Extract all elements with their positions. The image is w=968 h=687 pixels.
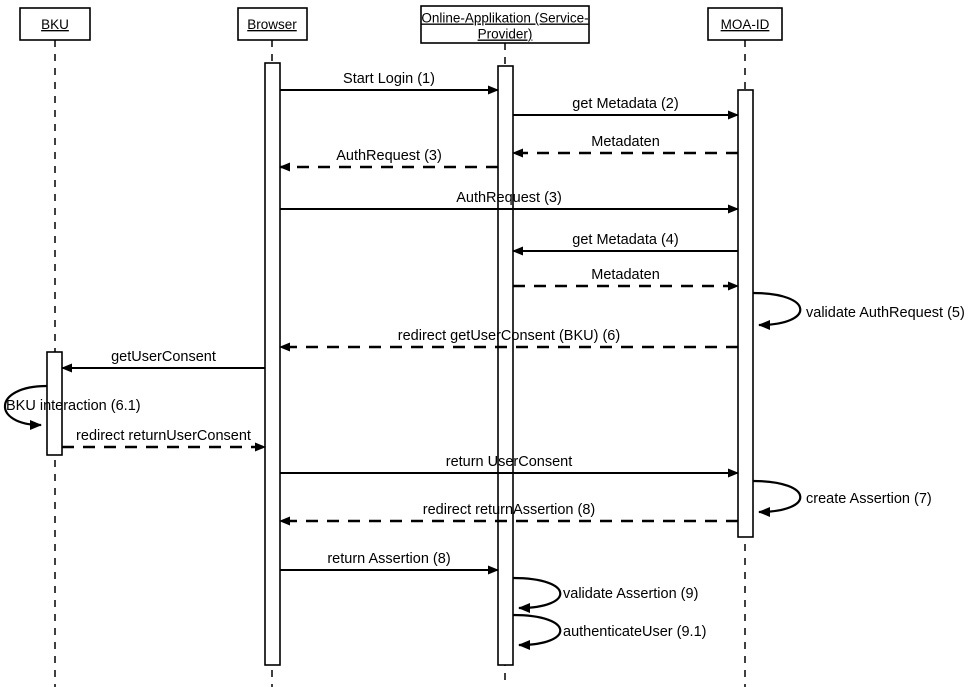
lifeline-header-box-bku[interactable]: [19, 7, 91, 41]
message-5[interactable]: AuthRequest (3): [280, 190, 739, 214]
self-message-3[interactable]: create Assertion (7): [752, 479, 932, 517]
self-message-label-5: authenticateUser (9.1): [563, 624, 706, 640]
message-7[interactable]: Metadaten: [513, 267, 739, 291]
message-2[interactable]: get Metadata (2): [513, 96, 739, 120]
lifeline-label-bku: BKU: [41, 17, 69, 32]
self-message-label-4: validate Assertion (9): [563, 586, 698, 602]
lifeline-label-oa: Online-Applikation (Service-: [421, 11, 588, 26]
self-message-label-2: BKU interaction (6.1): [6, 398, 141, 414]
self-message-4[interactable]: validate Assertion (9): [512, 576, 698, 613]
lifeline-header-box-browser[interactable]: [237, 7, 308, 41]
message-13[interactable]: return Assertion (8): [280, 551, 499, 575]
message-label-10: redirect returnUserConsent: [76, 428, 251, 444]
activations-layer: [46, 62, 754, 666]
self-message-label-1: validate AuthRequest (5): [806, 305, 965, 321]
message-label-11: return UserConsent: [446, 454, 573, 470]
message-label-4: AuthRequest (3): [336, 148, 442, 164]
message-8[interactable]: redirect getUserConsent (BKU) (6): [279, 328, 738, 352]
lifeline-label-browser: Browser: [247, 17, 297, 32]
lifeline-oa[interactable]: Online-Applikation (Service-Provider): [420, 5, 590, 687]
message-label-3: Metadaten: [591, 134, 660, 150]
lifeline-label-oa-line2: Provider): [478, 27, 533, 42]
message-6[interactable]: get Metadata (4): [512, 232, 738, 256]
lifeline-label-moaid: MOA-ID: [721, 17, 770, 32]
message-label-8: redirect getUserConsent (BKU) (6): [398, 328, 620, 344]
message-label-5: AuthRequest (3): [456, 190, 562, 206]
message-label-2: get Metadata (2): [572, 96, 678, 112]
message-9[interactable]: getUserConsent: [61, 349, 265, 373]
activation-bar-browser[interactable]: [264, 62, 281, 666]
message-1[interactable]: Start Login (1): [280, 71, 499, 95]
lifeline-header-box-oa[interactable]: [420, 5, 590, 44]
self-message-arrow-3: [752, 479, 802, 517]
self-message-arrow-2: [3, 384, 48, 430]
message-label-1: Start Login (1): [343, 71, 435, 87]
self-message-arrow-4: [512, 576, 562, 613]
activation-bar-bku[interactable]: [46, 351, 63, 456]
lifeline-bku[interactable]: BKU: [19, 7, 91, 687]
self-message-label-3: create Assertion (7): [806, 491, 932, 507]
messages-layer: Start Login (1) get Metadata (2) Metadaten…: [61, 71, 739, 575]
message-label-9: getUserConsent: [111, 349, 216, 365]
self-messages-layer: validate AuthRequest (5) BKU interaction …: [3, 291, 965, 650]
message-11[interactable]: return UserConsent: [280, 454, 739, 478]
message-4[interactable]: AuthRequest (3): [279, 148, 498, 172]
message-12[interactable]: redirect returnAssertion (8): [279, 502, 738, 526]
message-3[interactable]: Metadaten: [512, 134, 738, 158]
self-message-arrow-5: [512, 613, 562, 650]
self-message-5[interactable]: authenticateUser (9.1): [512, 613, 706, 650]
message-label-12: redirect returnAssertion (8): [423, 502, 595, 518]
self-message-arrow-1: [752, 291, 802, 330]
activation-bar-moaid[interactable]: [737, 89, 754, 538]
message-label-6: get Metadata (4): [572, 232, 678, 248]
self-message-1[interactable]: validate AuthRequest (5): [752, 291, 965, 330]
message-10[interactable]: redirect returnUserConsent: [62, 428, 266, 452]
message-label-13: return Assertion (8): [327, 551, 450, 567]
message-label-7: Metadaten: [591, 267, 660, 283]
lifeline-header-box-moaid[interactable]: [707, 7, 783, 41]
self-message-2[interactable]: BKU interaction (6.1): [3, 384, 141, 430]
activation-bar-oa[interactable]: [497, 65, 514, 666]
